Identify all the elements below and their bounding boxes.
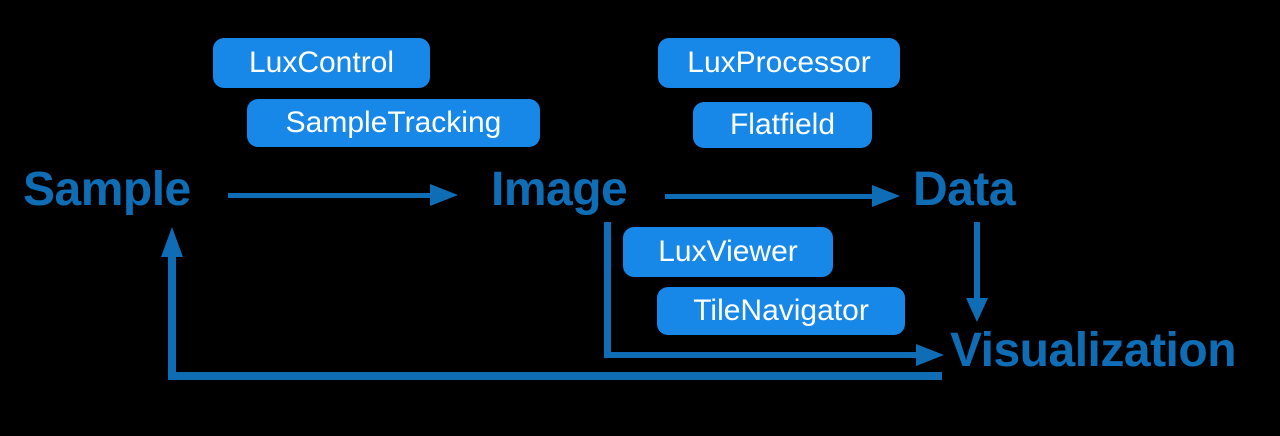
node-sample: Sample	[23, 163, 191, 216]
tool-box-luxcontrol: LuxControl	[213, 38, 430, 88]
node-data: Data	[913, 163, 1016, 216]
edge-visualization-to-sample-vertical	[168, 254, 176, 380]
edge-image-to-data-line	[665, 194, 873, 199]
tool-label-sampletracking: SampleTracking	[285, 106, 502, 139]
tool-label-luxprocessor: LuxProcessor	[687, 46, 871, 79]
node-image: Image	[491, 163, 628, 216]
tool-label-luxcontrol: LuxControl	[248, 46, 395, 79]
tool-box-tilenavigator: TileNavigator	[657, 287, 905, 335]
tool-box-luxviewer: LuxViewer	[623, 227, 833, 277]
arrowhead-right-icon	[430, 184, 458, 206]
arrowhead-up-icon	[161, 227, 183, 257]
tool-label-tilenavigator: TileNavigator	[693, 294, 869, 327]
arrowhead-right-icon	[872, 185, 900, 207]
tool-box-flatfield: Flatfield	[693, 102, 872, 148]
tool-box-luxprocessor: LuxProcessor	[658, 38, 900, 88]
tool-box-sampletracking: SampleTracking	[247, 99, 540, 147]
edge-image-to-visualization-horizontal	[604, 352, 916, 358]
edge-visualization-to-sample-horizontal	[168, 372, 942, 380]
node-visualization: Visualization	[950, 324, 1237, 377]
edge-data-to-visualization-line	[974, 222, 980, 299]
edge-sample-to-image-line	[228, 193, 431, 198]
edge-image-to-visualization-vertical	[604, 222, 611, 358]
arrowhead-down-icon	[966, 298, 988, 322]
tool-label-flatfield: Flatfield	[729, 108, 836, 141]
arrowhead-right-icon	[916, 344, 944, 366]
tool-label-luxviewer: LuxViewer	[658, 235, 798, 268]
